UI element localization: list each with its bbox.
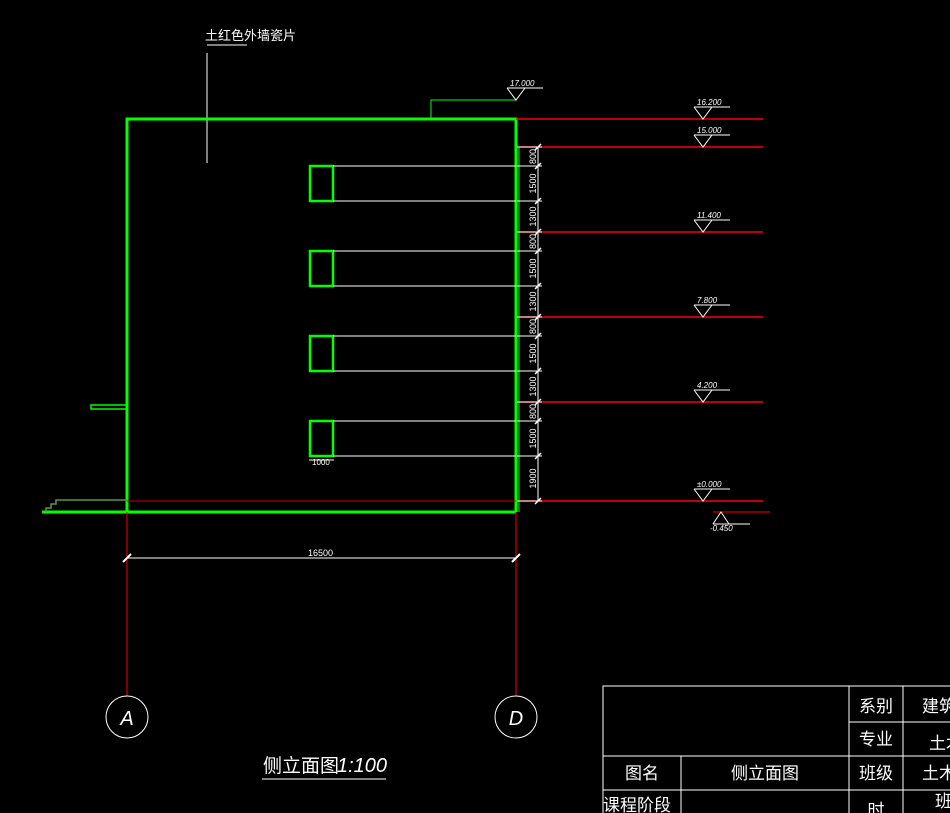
overall-width-label: 16500 xyxy=(308,548,333,558)
tb-class-value-2: 班 xyxy=(935,792,950,812)
svg-text:1:100: 1:100 xyxy=(337,755,387,777)
tb-class-value: 土木 xyxy=(922,764,950,784)
dimension-tick xyxy=(534,398,542,406)
elevation-label: ±0.000 xyxy=(697,480,722,489)
svg-text:侧立面图: 侧立面图 xyxy=(263,755,339,777)
grid-axes: 16500 A D xyxy=(105,512,538,739)
dimension-label: 1500 xyxy=(528,173,538,193)
dimension-label: 1300 xyxy=(528,291,538,311)
elevation-marker-icon xyxy=(693,106,713,120)
tb-class-label: 班级 xyxy=(859,764,893,784)
window xyxy=(308,249,335,288)
title-block xyxy=(602,685,950,813)
elevation-label: 11.400 xyxy=(697,211,721,220)
dimension-label: 1300 xyxy=(528,376,538,396)
dimension-tick xyxy=(534,497,542,505)
tb-major-label: 专业 xyxy=(859,730,893,750)
floor-lines: 16.200 15.000 11.400 7.800 4.200 ±0.000 xyxy=(127,98,763,502)
window xyxy=(308,419,335,458)
elevation-label: 15.000 xyxy=(697,126,722,135)
tb-stage-label: 课程阶段 xyxy=(603,796,671,813)
dimension-tick xyxy=(534,417,542,425)
elevation-marker-icon xyxy=(693,304,713,318)
tb-dept-value: 建筑 xyxy=(922,697,950,717)
window xyxy=(308,164,335,203)
dimension-tick xyxy=(534,162,542,170)
axis-bubble-a xyxy=(105,695,149,739)
axis-bubble-d xyxy=(494,695,538,739)
elevation-marker-icon xyxy=(693,219,713,233)
elevation-label: 16.200 xyxy=(697,98,722,107)
svg-text:1000: 1000 xyxy=(312,458,330,467)
windows xyxy=(308,164,516,458)
elevation-label: 7.800 xyxy=(697,296,718,305)
tb-major-value: 土木 xyxy=(929,734,950,754)
dimension-label: 800 xyxy=(528,234,538,249)
dimension-label: 800 xyxy=(528,319,538,334)
window-width-dimension: 1000 xyxy=(309,458,334,467)
dimension-tick xyxy=(534,313,542,321)
dimension-label: 800 xyxy=(528,149,538,164)
dimension-label: 1500 xyxy=(528,258,538,278)
tb-dept-label: 系别 xyxy=(859,697,893,717)
tb-time-label: 时 xyxy=(868,801,885,813)
dimension-label: 1900 xyxy=(528,468,538,488)
svg-text:17.000: 17.000 xyxy=(510,79,535,88)
dimension-tick xyxy=(534,247,542,255)
dimension-tick xyxy=(534,332,542,340)
dimension-label: 1500 xyxy=(528,428,538,448)
drawing-title: 侧立面图 1:100 xyxy=(262,755,387,780)
dimension-tick xyxy=(534,228,542,236)
svg-text:-0.450: -0.450 xyxy=(710,524,733,533)
dimension-tick xyxy=(534,452,542,460)
vertical-dimension-chain: 800 1500 1300 800 1500 1300 800 1500 1300 800 1500… xyxy=(517,143,542,505)
elevation-marker-icon xyxy=(693,488,713,502)
dimension-tick xyxy=(534,367,542,375)
dimension-tick xyxy=(534,143,542,151)
top-elevation-marker: 17.000 xyxy=(506,79,543,101)
tb-drawing-name-label: 图名 xyxy=(625,764,659,784)
building-outline xyxy=(42,99,520,514)
elevation-marker-icon xyxy=(693,389,713,403)
dimension-label: 1300 xyxy=(528,206,538,226)
window xyxy=(308,334,335,373)
ground-elevation-marker: -0.450 xyxy=(710,511,770,533)
dimension-tick xyxy=(534,282,542,290)
dimension-tick xyxy=(534,197,542,205)
elevation-marker-icon xyxy=(693,134,713,148)
axis-label-d: D xyxy=(509,708,523,730)
axis-label-a: A xyxy=(119,708,133,730)
dimension-label: 800 xyxy=(528,404,538,419)
tb-drawing-name-value: 侧立面图 xyxy=(731,764,799,784)
elevation-label: 4.200 xyxy=(697,381,718,390)
material-note: 土红色外墙瓷片 xyxy=(205,28,296,44)
dimension-label: 1500 xyxy=(528,343,538,363)
